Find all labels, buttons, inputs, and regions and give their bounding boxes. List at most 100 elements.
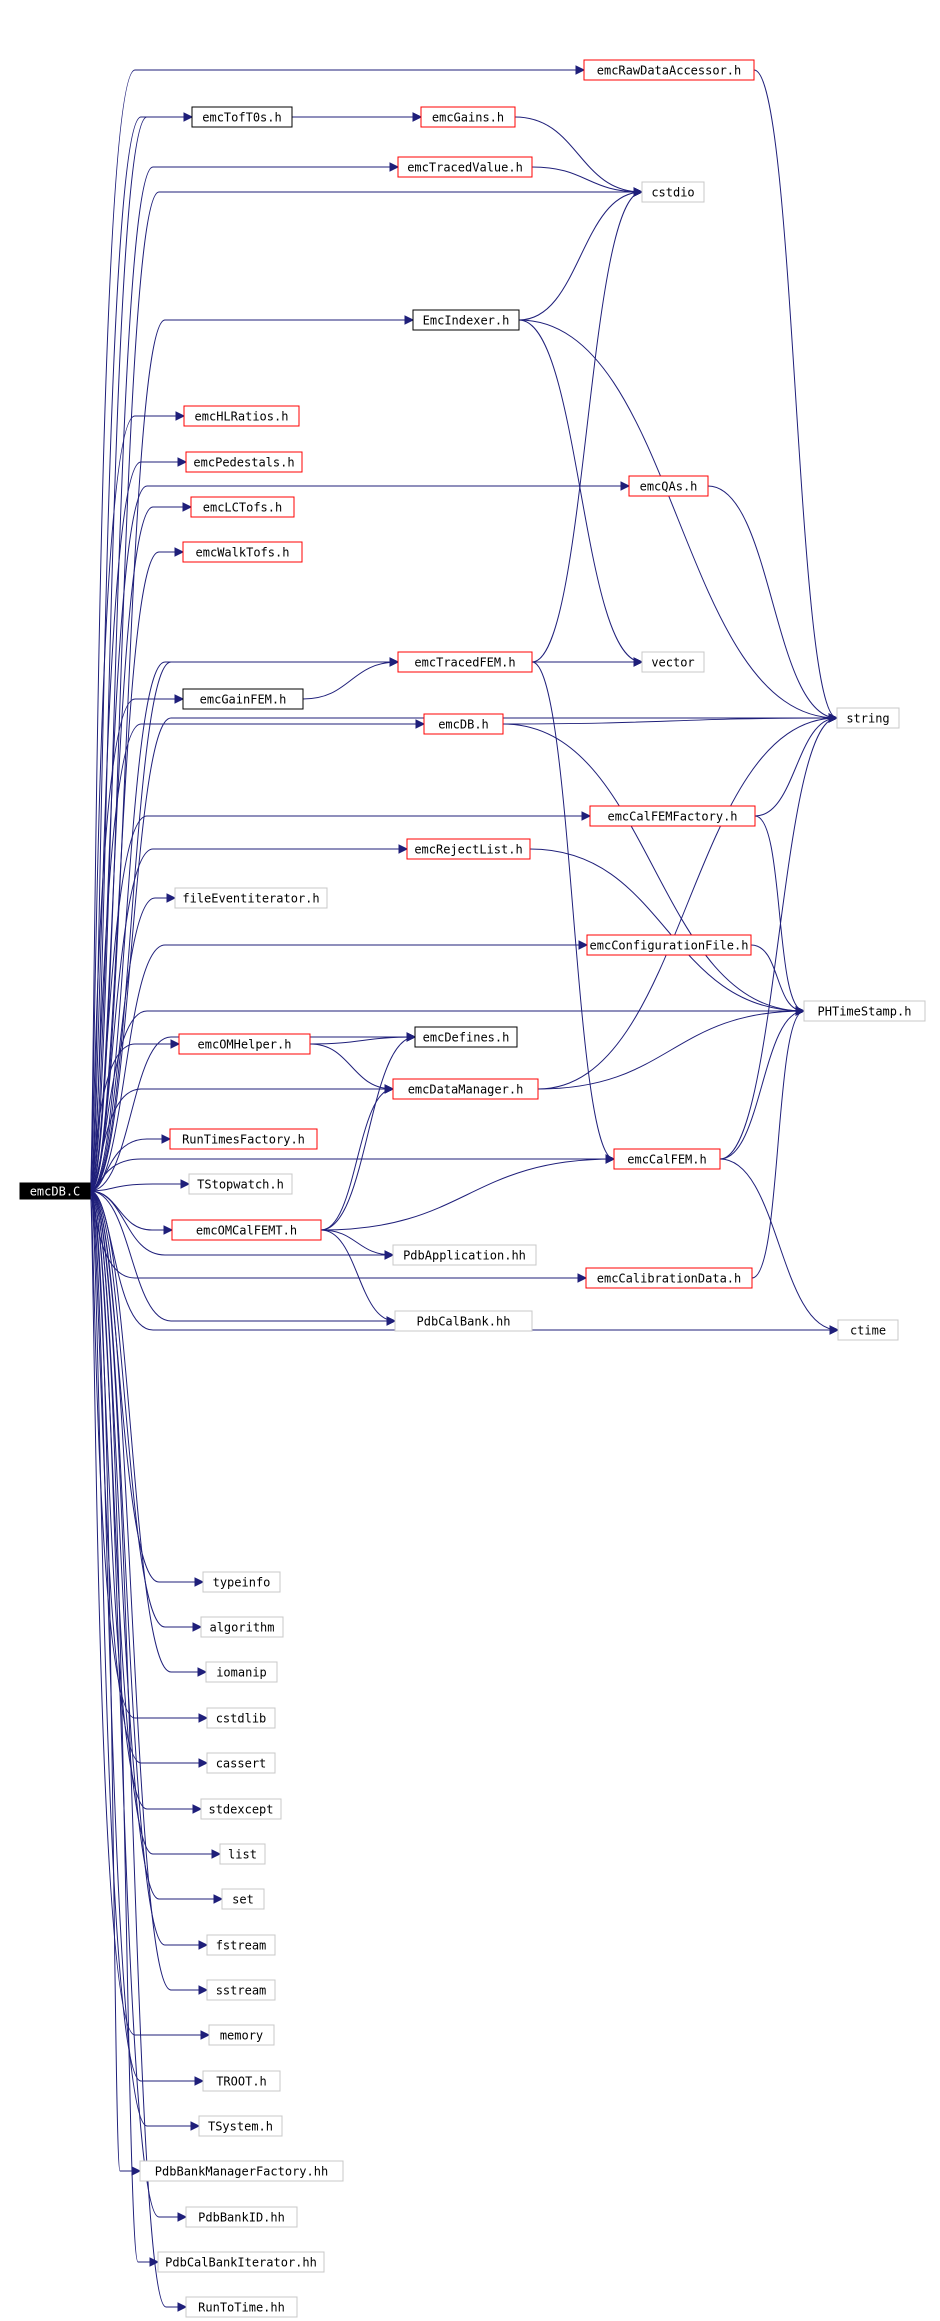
node-iomanip[interactable]: iomanip — [205, 1661, 278, 1683]
node-box — [586, 934, 752, 956]
arrowhead-ctime — [829, 1325, 840, 1335]
node-typeinfo[interactable]: typeinfo — [202, 1571, 281, 1593]
edge-emcdb-c-to-sstream — [89, 1190, 207, 1991]
node-emcrawdataaccessor-h[interactable]: emcRawDataAccessor.h — [583, 59, 755, 81]
node-emcdefines-h[interactable]: emcDefines.h — [414, 1026, 518, 1048]
node-list[interactable]: list — [219, 1843, 266, 1865]
node-emcdb-c[interactable]: emcDB.C — [19, 1182, 91, 1200]
node-emccalibrationdata-h[interactable]: emcCalibrationData.h — [585, 1267, 753, 1289]
node-box — [397, 651, 533, 673]
node-emcwalktofs-h[interactable]: emcWalkTofs.h — [182, 541, 303, 563]
node-box — [420, 106, 516, 128]
arrowhead-emctracedvalue-h — [389, 162, 400, 172]
node-emcomhelper-h[interactable]: emcOMHelper.h — [178, 1033, 311, 1055]
node-label: emcTracedValue.h — [407, 161, 523, 175]
arrowhead-fileeventiterator-h — [166, 893, 177, 903]
node-set[interactable]: set — [221, 1888, 265, 1910]
node-runtotime-hh[interactable]: RunToTime.hh — [185, 2296, 298, 2318]
node-emcpedestals-h[interactable]: emcPedestals.h — [185, 451, 303, 473]
node-emcgainfem-h[interactable]: emcGainFEM.h — [182, 688, 304, 710]
node-algorithm[interactable]: algorithm — [200, 1616, 284, 1638]
edge-emccalfem-h-to-phtimestamp-h — [719, 1010, 805, 1160]
node-emcconfigurationfile-h[interactable]: emcConfigurationFile.h — [586, 934, 752, 956]
node-troot-h[interactable]: TROOT.h — [202, 2070, 281, 2092]
node-emchlratios-h[interactable]: emcHLRatios.h — [183, 405, 300, 427]
node-label: emcConfigurationFile.h — [590, 939, 749, 953]
node-pdbbankid-hh[interactable]: PdbBankID.hh — [185, 2206, 298, 2228]
node-emctracedvalue-h[interactable]: emcTracedValue.h — [397, 156, 533, 178]
arrowhead-string — [828, 713, 839, 723]
node-sstream[interactable]: sstream — [206, 1979, 276, 2001]
node-label: emcWalkTofs.h — [196, 546, 290, 560]
node-emctracedfem-h[interactable]: emcTracedFEM.h — [397, 651, 533, 673]
node-fstream[interactable]: fstream — [206, 1934, 276, 1956]
arrowhead-phtimestamp-h — [795, 1006, 806, 1016]
node-label: emcQAs.h — [640, 480, 698, 494]
edge-emccalfemfactory-h-to-string — [754, 717, 838, 817]
node-emccalfem-h[interactable]: emcCalFEM.h — [613, 1148, 721, 1170]
node-emcgains-h[interactable]: emcGains.h — [420, 106, 516, 128]
node-phtimestamp-h[interactable]: PHTimeStamp.h — [803, 1000, 926, 1022]
node-box — [185, 451, 303, 473]
node-pdbbankmanagerfactory-hh[interactable]: PdbBankManagerFactory.hh — [139, 2160, 344, 2182]
node-stdexcept[interactable]: stdexcept — [200, 1798, 282, 1820]
arrowhead-cstdio — [633, 187, 644, 197]
edge-emcdb-c-to-pdbbankmanagerfactory-hh — [89, 1190, 140, 2172]
node-cassert[interactable]: cassert — [206, 1752, 276, 1774]
node-tsystem-h[interactable]: TSystem.h — [198, 2115, 283, 2137]
node-pdbapplication-hh[interactable]: PdbApplication.hh — [392, 1244, 537, 1266]
node-box — [202, 1571, 281, 1593]
node-pdbcalbank-hh[interactable]: PdbCalBank.hh — [394, 1310, 533, 1332]
node-box — [174, 887, 328, 909]
arrowhead-typeinfo — [194, 1577, 205, 1587]
node-emccalfemfactory-h[interactable]: emcCalFEMFactory.h — [589, 805, 756, 827]
node-fileeventiterator-h[interactable]: fileEventiterator.h — [174, 887, 328, 909]
node-emctoft0s-h[interactable]: emcTofT0s.h — [191, 106, 293, 128]
arrowhead-emcdefines-h — [406, 1032, 417, 1042]
node-label: EmcIndexer.h — [423, 314, 510, 328]
edge-emcdb-c-to-fileeventiterator-h — [89, 897, 175, 1192]
node-label: PdbApplication.hh — [403, 1249, 526, 1263]
node-label: cassert — [216, 1757, 267, 1771]
arrowhead-pdbbankmanagerfactory-hh — [131, 2166, 142, 2176]
node-tstopwatch-h[interactable]: TStopwatch.h — [188, 1173, 293, 1195]
node-cstdlib[interactable]: cstdlib — [206, 1707, 276, 1729]
node-label: emcDefines.h — [423, 1031, 510, 1045]
node-emcrejectlist-h[interactable]: emcRejectList.h — [406, 838, 531, 860]
edge-emcdb-c-to-emccalfem-h — [89, 1158, 614, 1192]
edge-emcindexer-h-to-cstdio — [518, 191, 643, 321]
node-label: PdbBankID.hh — [198, 2211, 285, 2225]
node-runtimesfactory-h[interactable]: RunTimesFactory.h — [169, 1128, 318, 1150]
node-label: emcCalFEMFactory.h — [607, 810, 737, 824]
node-box — [206, 1979, 276, 2001]
node-label: emcDB.C — [30, 1185, 81, 1199]
node-label: ctime — [850, 1324, 886, 1338]
node-box — [221, 1888, 265, 1910]
arrowhead-pdbbankid-hh — [177, 2212, 188, 2222]
node-vector[interactable]: vector — [641, 651, 705, 673]
edge-emcindexer-h-to-string — [518, 319, 838, 719]
edge-emctracedfem-h-to-emccalfem-h — [531, 661, 615, 1160]
node-emcomcalfemt-h[interactable]: emcOMCalFEMT.h — [171, 1219, 322, 1241]
node-pdbcalbankiterator-hh[interactable]: PdbCalBankIterator.hh — [157, 2251, 325, 2273]
arrowhead-emctracedfem-h — [389, 657, 400, 667]
node-box — [185, 2206, 298, 2228]
node-ctime[interactable]: ctime — [837, 1319, 899, 1341]
node-memory[interactable]: memory — [208, 2024, 275, 2046]
node-cstdio[interactable]: cstdio — [641, 181, 705, 203]
node-box — [641, 651, 705, 673]
edge-emcomhelper-h-to-emcdefines-h — [309, 1036, 416, 1045]
node-emcdb-h[interactable]: emcDB.h — [423, 713, 504, 735]
node-label: fileEventiterator.h — [182, 892, 319, 906]
node-emclctofs-h[interactable]: emcLCTofs.h — [190, 496, 295, 518]
node-emcqas-h[interactable]: emcQAs.h — [628, 475, 709, 497]
edge-emcdb-c-to-emcomcalfemt-h — [89, 1190, 172, 1231]
arrowhead-emcdatamanager-h — [384, 1084, 395, 1094]
node-label: TROOT.h — [216, 2075, 267, 2089]
edge-emcdatamanager-h-to-phtimestamp-h — [537, 1010, 805, 1090]
node-box — [837, 1319, 899, 1341]
node-emcindexer-h[interactable]: EmcIndexer.h — [412, 309, 520, 331]
node-emcdatamanager-h[interactable]: emcDataManager.h — [392, 1078, 539, 1100]
node-string[interactable]: string — [836, 707, 900, 729]
